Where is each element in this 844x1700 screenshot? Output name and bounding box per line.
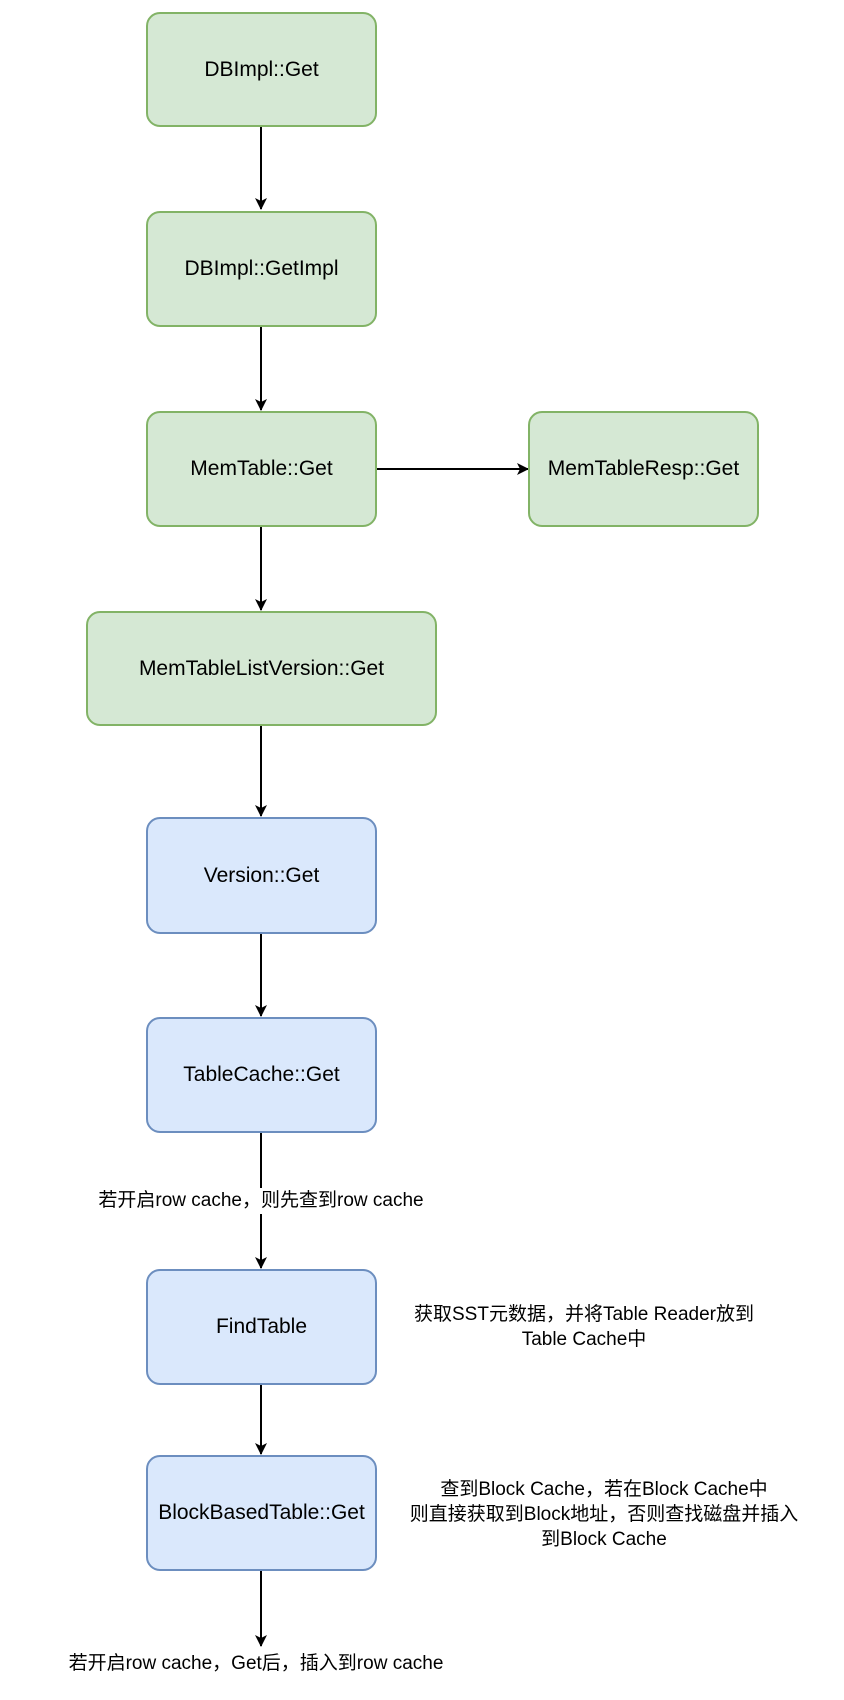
note-block-cache-line-1: 查到Block Cache，若在Block Cache中 xyxy=(440,1479,768,1500)
node-tablecache-get-label: TableCache::Get xyxy=(183,1063,340,1086)
node-memtable-get-label: MemTable::Get xyxy=(190,457,333,480)
note-findtable-line-1: 获取SST元数据，并将Table Reader放到 xyxy=(414,1304,754,1325)
node-memtable-get: MemTable::Get xyxy=(146,411,377,527)
node-memtablelistversion-get: MemTableListVersion::Get xyxy=(86,611,437,726)
node-dbimpl-getimpl-label: DBImpl::GetImpl xyxy=(184,257,339,280)
node-version-get: Version::Get xyxy=(146,817,377,934)
note-row-cache-lookup-text: 若开启row cache，则先查到row cache xyxy=(98,1190,424,1211)
node-memtablelistversion-get-label: MemTableListVersion::Get xyxy=(138,656,385,680)
note-row-cache-lookup: 若开启row cache，则先查到row cache xyxy=(56,1188,466,1214)
node-tablecache-get: TableCache::Get xyxy=(146,1017,377,1133)
node-dbimpl-get: DBImpl::Get xyxy=(146,12,377,127)
note-block-cache: 查到Block Cache，若在Block Cache中 则直接获取到Block… xyxy=(384,1477,824,1552)
node-dbimpl-get-label: DBImpl::Get xyxy=(204,57,319,81)
node-blockbasedtable-get: BlockBasedTable::Get xyxy=(146,1455,377,1571)
node-memtableresp-get-label: MemTableResp::Get xyxy=(547,457,740,480)
note-block-cache-line-2: 则直接获取到Block地址，否则查找磁盘并插入 xyxy=(409,1504,799,1525)
note-row-cache-insert: 若开启row cache，Get后，插入到row cache xyxy=(36,1651,476,1676)
note-findtable: 获取SST元数据，并将Table Reader放到 Table Cache中 xyxy=(384,1302,784,1352)
node-memtableresp-get: MemTableResp::Get xyxy=(528,411,759,527)
note-findtable-line-2: Table Cache中 xyxy=(521,1329,647,1350)
note-block-cache-line-3: 到Block Cache xyxy=(541,1529,667,1550)
node-blockbasedtable-get-label: BlockBasedTable::Get xyxy=(158,1501,365,1524)
node-findtable-label: FindTable xyxy=(215,1315,308,1338)
node-findtable: FindTable xyxy=(146,1269,377,1385)
node-dbimpl-getimpl: DBImpl::GetImpl xyxy=(146,211,377,327)
note-row-cache-insert-text: 若开启row cache，Get后，插入到row cache xyxy=(68,1653,444,1674)
node-version-get-label: Version::Get xyxy=(203,863,320,887)
